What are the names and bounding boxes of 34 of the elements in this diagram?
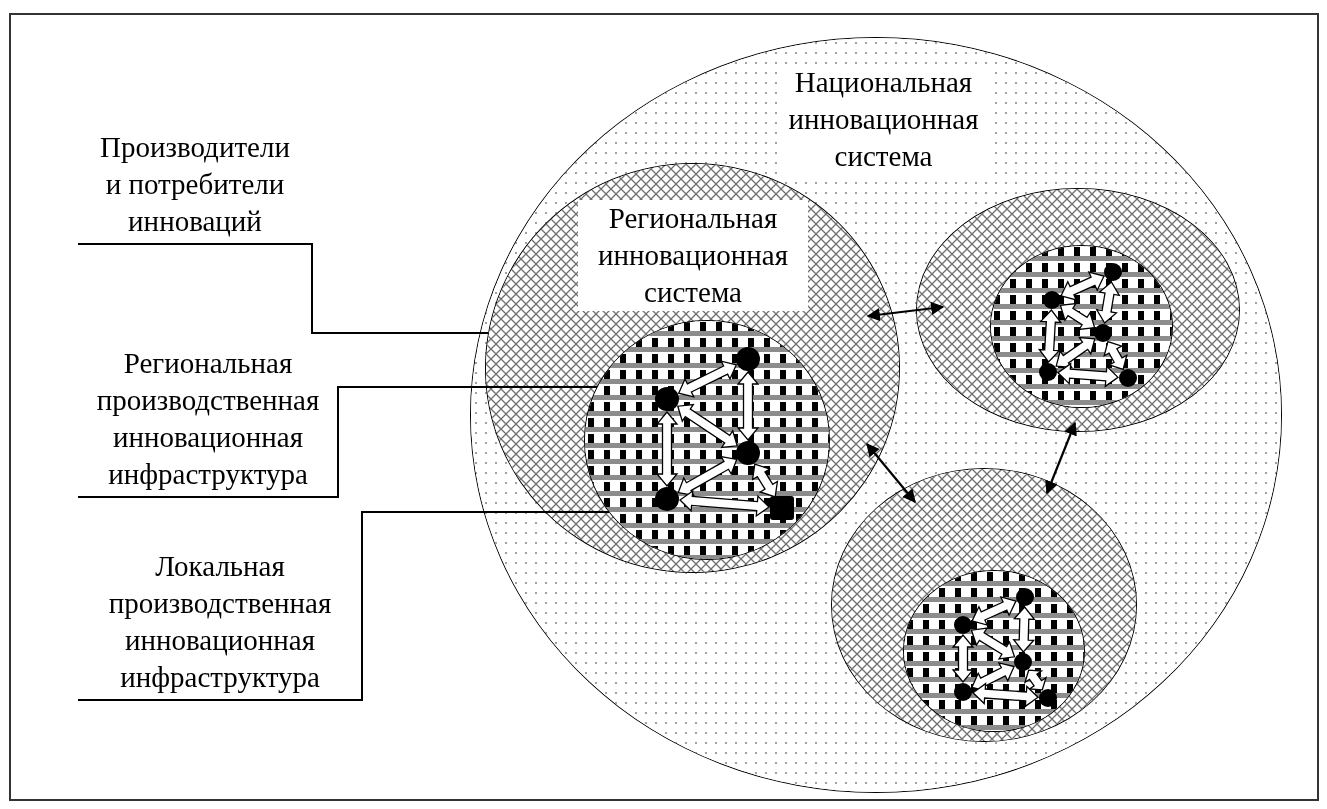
double-block-arrow bbox=[1060, 271, 1105, 301]
leader-line bbox=[77, 386, 598, 498]
callout-text: Локальная производственная инновационная инфраструктура bbox=[78, 548, 362, 700]
double-block-arrow bbox=[971, 595, 1017, 627]
double-arrow bbox=[866, 301, 945, 322]
double-block-arrow bbox=[736, 371, 760, 441]
double-block-arrow bbox=[655, 411, 679, 487]
double-arrow bbox=[1045, 421, 1077, 495]
leader-line bbox=[77, 511, 610, 701]
leader-line bbox=[77, 243, 489, 334]
double-block-arrow bbox=[1037, 309, 1063, 363]
double-block-arrow bbox=[1055, 336, 1096, 369]
callout-text: Региональная производственная инновационная инфраструктура bbox=[78, 345, 338, 497]
double-block-arrow bbox=[970, 627, 1016, 660]
double-block-arrow bbox=[677, 455, 738, 497]
callout-text: Производители и потребители инноваций bbox=[78, 124, 312, 244]
double-block-arrow bbox=[751, 463, 779, 498]
double-arrow bbox=[866, 443, 916, 503]
double-block-arrow bbox=[679, 489, 770, 518]
double-block-arrow bbox=[1012, 606, 1036, 653]
circle-label: Региональная инновационная система bbox=[578, 200, 808, 311]
double-block-arrow bbox=[676, 403, 739, 449]
double-block-arrow bbox=[1059, 302, 1096, 331]
double-block-arrow bbox=[1057, 362, 1119, 388]
double-block-arrow bbox=[1103, 340, 1128, 371]
double-block-arrow bbox=[1023, 669, 1048, 691]
node-square bbox=[770, 496, 794, 520]
system-circle bbox=[916, 188, 1240, 432]
double-block-arrow bbox=[1095, 280, 1121, 325]
system-circle bbox=[470, 37, 1282, 793]
system-circle bbox=[831, 468, 1137, 742]
double-block-arrow bbox=[972, 682, 1039, 708]
double-block-arrow bbox=[677, 360, 738, 398]
double-block-arrow bbox=[951, 634, 975, 683]
